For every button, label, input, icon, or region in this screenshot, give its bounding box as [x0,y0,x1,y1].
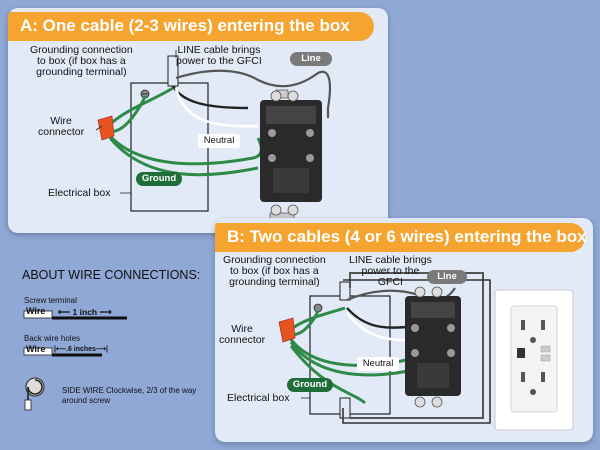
wire-connector-icon-b [278,317,296,343]
label-line-tag-b: Line [427,270,467,284]
measure-1-inch: ⟵ 1 inch ⟶ [58,307,112,317]
screw-terminal-icon [24,377,45,411]
panel-a-title: A: One cable (2-3 wires) entering the bo… [8,12,374,41]
wire-strip-diagram [23,310,127,357]
label-line-tag: Line [290,52,332,66]
panel-b-diagram [278,272,574,431]
back-wire-holes-label: Back wire holes [24,334,81,343]
wall-plate-icon [494,289,574,431]
label-wire-connector: Wire connector [38,115,85,138]
about-wire-connections: ABOUT WIRE CONNECTIONS: Screw terminal W… [22,268,207,418]
label-neutral: Neutral [198,134,240,148]
panel-b-title: B: Two cables (4 or 6 wires) entering th… [215,223,587,252]
label-line-cable-b: LINE cable brings power to the GFCI [349,254,432,288]
side-wire-note: SIDE WIRE Clockwise, 2/3 of the way arou… [62,386,197,405]
measure-six-tenths-inch: |⟵.6 inches⟶| [54,346,108,353]
neutral-wire [174,87,259,128]
cable-run [349,272,484,419]
wire-label-1: Wire [26,306,46,316]
label-grounding-connection: Grounding connection to box (if box has … [30,44,133,78]
about-title: ABOUT WIRE CONNECTIONS: [22,268,201,282]
wire-label-2: Wire [26,344,46,354]
label-grounding-connection-b: Grounding connection to box (if box has … [223,254,326,288]
panel-b: B: Two cables (4 or 6 wires) entering th… [215,218,593,442]
ground-screw-icon-b [313,303,323,313]
line-wire [175,69,332,118]
label-ground: Ground [136,172,182,186]
label-ground-b: Ground [287,378,333,392]
panel-a: A: One cable (2-3 wires) entering the bo… [8,8,388,233]
screw-terminal-label: Screw terminal [24,296,77,305]
label-electrical-box: Electrical box [48,187,111,199]
label-electrical-box-b: Electrical box [227,392,290,404]
label-wire-connector-b: Wire connector [219,323,266,346]
gfci-receptacle-icon-b [405,286,461,408]
gfci-receptacle-icon [260,89,322,222]
label-line-cable: LINE cable brings power to the GFCI [176,44,262,67]
label-neutral-b: Neutral [357,357,399,371]
wire-connector-icon [97,115,115,141]
